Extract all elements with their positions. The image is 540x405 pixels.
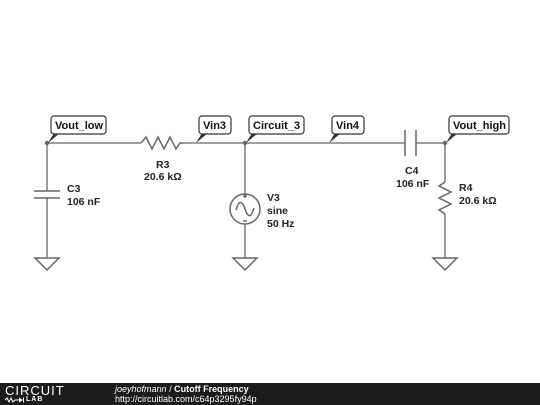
footer-title-line: joeyhofmann / Cutoff Frequency bbox=[115, 384, 249, 394]
node-tag-vin3[interactable]: Vin3 bbox=[196, 115, 232, 143]
logo-text-top: CIRCUIT bbox=[5, 383, 65, 398]
junction-dot-circuit-3 bbox=[242, 140, 248, 146]
r3-resistor-symbol[interactable] bbox=[140, 135, 183, 151]
r3-name: R3 bbox=[156, 159, 170, 171]
r4-resistor-symbol[interactable] bbox=[437, 181, 453, 215]
node-label-vout-high: Vout_high bbox=[453, 120, 506, 132]
node-tag-vout-high[interactable]: Vout_high bbox=[446, 115, 510, 143]
r4-value: 20.6 kΩ bbox=[459, 195, 497, 207]
v3-name: V3 bbox=[267, 192, 280, 204]
title-separator: / bbox=[169, 384, 172, 394]
r3-value: 20.6 kΩ bbox=[144, 171, 182, 183]
circuitlab-logo[interactable]: CIRCUIT bbox=[5, 384, 65, 397]
v3-type: sine bbox=[267, 205, 288, 217]
node-label-vin4: Vin4 bbox=[336, 120, 360, 132]
author-name[interactable]: joeyhofmann bbox=[115, 384, 167, 394]
circuit-url-link[interactable]: http://circuitlab.com/c64p3295fy94p bbox=[115, 394, 257, 404]
ground-symbol-2 bbox=[231, 257, 259, 272]
v3-frequency: 50 Hz bbox=[267, 218, 294, 230]
footer-bar: CIRCUIT LAB joeyhofmann / Cutoff Frequen… bbox=[0, 383, 540, 405]
c3-value: 106 nF bbox=[67, 196, 101, 208]
node-tag-circuit-3[interactable]: Circuit_3 bbox=[246, 115, 305, 143]
logo-wave-icon bbox=[5, 397, 24, 403]
junction-dot-vout-low bbox=[44, 140, 50, 146]
c3-name: C3 bbox=[67, 183, 81, 195]
node-tag-vin4[interactable]: Vin4 bbox=[329, 115, 365, 143]
junction-dot-vout-high bbox=[442, 140, 448, 146]
node-label-circuit-3: Circuit_3 bbox=[253, 120, 300, 132]
node-tag-vout-low[interactable]: Vout_low bbox=[48, 115, 107, 143]
circuit-title: Cutoff Frequency bbox=[174, 384, 249, 394]
c4-value: 106 nF bbox=[396, 178, 430, 190]
sine-wave-icon bbox=[235, 201, 255, 217]
node-label-vout-low: Vout_low bbox=[55, 120, 104, 132]
r4-name: R4 bbox=[459, 182, 473, 194]
logo-text-bottom: LAB bbox=[26, 396, 44, 403]
circuit-schematic: Vout_low Vin3 Circuit_3 Vin4 Vout_high R… bbox=[33, 115, 510, 272]
c4-name: C4 bbox=[405, 165, 419, 177]
ground-symbol-3 bbox=[431, 257, 459, 272]
ground-symbol-1 bbox=[33, 257, 61, 272]
node-label-vin3: Vin3 bbox=[203, 120, 226, 132]
